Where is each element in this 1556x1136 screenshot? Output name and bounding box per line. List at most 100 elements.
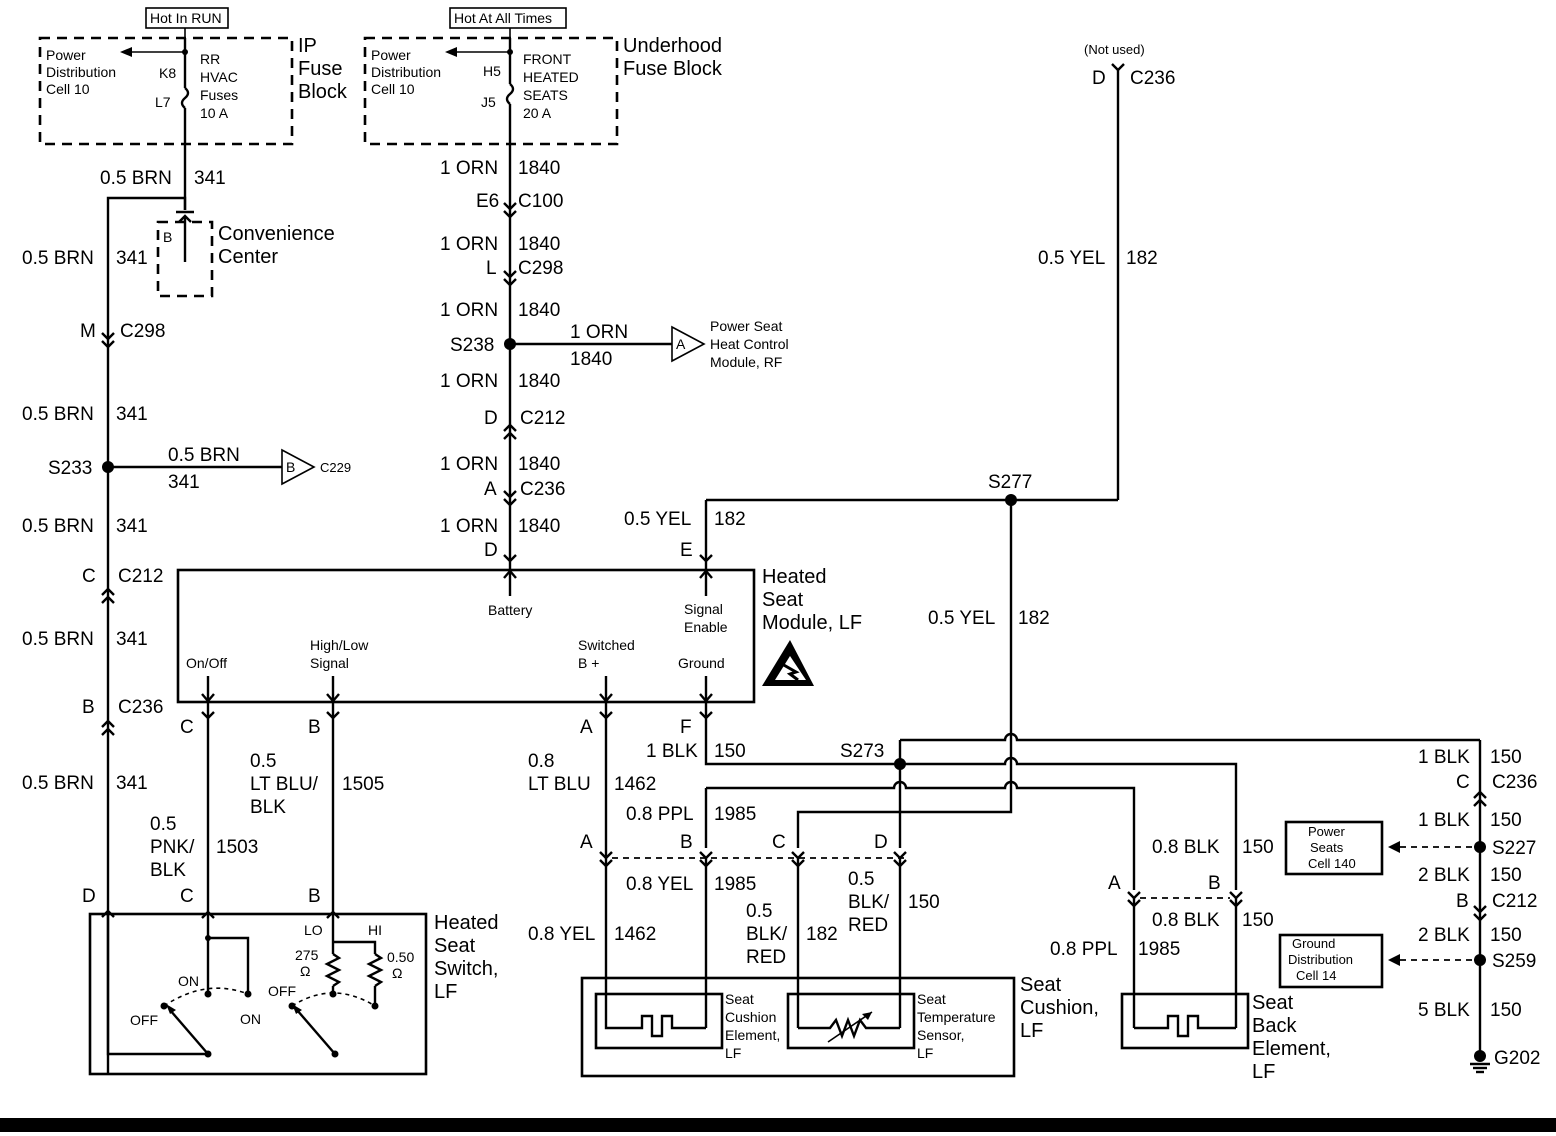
heated-seat-module: Battery Signal Enable On/Off High/Low Si… [176,566,862,704]
svg-text:341: 341 [116,404,148,425]
svg-text:C236: C236 [520,479,565,500]
svg-text:H5: H5 [483,63,501,79]
svg-text:C100: C100 [518,191,563,212]
svg-text:1503: 1503 [216,837,258,858]
svg-text:LF: LF [725,1045,741,1061]
svg-text:S259: S259 [1492,951,1536,972]
svg-text:0.5 YEL: 0.5 YEL [1038,248,1105,269]
svg-text:BLK: BLK [250,797,286,818]
svg-text:Module, LF: Module, LF [762,612,862,634]
svg-text:0.5 BRN: 0.5 BRN [100,168,172,189]
svg-text:HVAC: HVAC [200,69,238,85]
svg-text:1985: 1985 [1138,939,1180,960]
svg-text:Seat: Seat [1020,974,1062,996]
svg-text:D: D [484,540,498,561]
svg-text:G202: G202 [1494,1048,1540,1069]
svg-text:PNK/: PNK/ [150,837,195,858]
seat-cushion: Seat Cushion Element, LF Seat Temperatur… [580,974,1099,1078]
svg-text:Center: Center [218,246,278,268]
svg-text:150: 150 [1242,837,1274,858]
svg-text:20 A: 20 A [523,105,552,121]
svg-text:182: 182 [806,924,838,945]
svg-text:RR: RR [200,51,220,67]
esd-warning-icon [762,640,814,686]
svg-text:150: 150 [1490,747,1522,768]
svg-text:B: B [1456,891,1469,912]
svg-text:LO: LO [304,922,323,938]
svg-text:C212: C212 [1492,891,1537,912]
svg-text:Sensor,: Sensor, [917,1027,964,1043]
svg-text:1462: 1462 [614,924,656,945]
svg-text:1 BLK: 1 BLK [1418,810,1470,831]
heated-seat-switch: ON OFF ON LO HI 275 Ω 0.50 Ω OFF Heated … [88,912,499,1076]
svg-text:150: 150 [1490,1000,1522,1021]
svg-text:341: 341 [116,629,148,650]
module-switch-wires: C 0.5 PNK/ BLK 1503 C B 0.5 LT BLU/ BLK … [150,702,384,919]
module-right-wires: A 0.8 LT BLU 1462 A 0.8 YEL 1462 F 1 BLK… [528,702,1480,1028]
svg-text:M: M [80,321,96,342]
svg-text:1 ORN: 1 ORN [570,322,628,343]
svg-text:C298: C298 [518,258,563,279]
svg-text:A: A [1108,873,1121,894]
svg-text:A: A [676,336,686,352]
svg-text:2 BLK: 2 BLK [1418,925,1470,946]
svg-text:5 BLK: 5 BLK [1418,1000,1470,1021]
svg-text:FRONT: FRONT [523,51,572,67]
svg-text:D: D [484,408,498,429]
svg-text:B: B [308,886,321,907]
svg-text:Distribution: Distribution [371,64,441,80]
svg-text:Ω: Ω [392,965,402,981]
svg-text:B: B [308,717,321,738]
svg-text:IP: IP [298,35,317,57]
svg-text:Distribution: Distribution [46,64,116,80]
seat-back: A B 0.8 BLK 150 0.8 BLK 150 0.8 PPL 1985… [1050,837,1331,1083]
svg-text:C212: C212 [118,566,163,587]
svg-text:B: B [680,832,693,853]
svg-text:J5: J5 [481,94,496,110]
svg-text:0.5 BRN: 0.5 BRN [22,629,94,650]
svg-text:0.5 BRN: 0.5 BRN [22,516,94,537]
svg-text:0.5: 0.5 [250,751,276,772]
svg-text:150: 150 [714,741,746,762]
svg-text:Seat: Seat [1252,992,1294,1014]
svg-text:1840: 1840 [518,371,560,392]
svg-text:Enable: Enable [684,619,728,635]
svg-text:1840: 1840 [518,454,560,475]
svg-text:1 ORN: 1 ORN [440,371,498,392]
svg-text:Element,: Element, [1252,1038,1331,1060]
svg-text:S233: S233 [48,458,92,479]
svg-text:341: 341 [194,168,226,189]
svg-text:1 BLK: 1 BLK [1418,747,1470,768]
svg-text:L: L [486,258,497,279]
svg-text:High/Low: High/Low [310,637,369,653]
svg-text:C236: C236 [1130,68,1175,89]
ground-column: 1 BLK 150 C C236 1 BLK 150 S227 Power Se… [1278,740,1540,1074]
svg-text:BLK/: BLK/ [746,924,788,945]
svg-text:B +: B + [578,655,599,671]
svg-text:C: C [180,886,194,907]
svg-text:C236: C236 [1492,772,1537,793]
svg-text:Hot At All Times: Hot At All Times [454,10,552,26]
svg-text:Seat: Seat [917,991,946,1007]
svg-text:Power: Power [1308,824,1346,839]
svg-text:RED: RED [746,947,786,968]
uh-fuse-header: Hot At All Times [449,7,567,38]
svg-text:BLK: BLK [150,860,186,881]
svg-text:A: A [580,717,593,738]
svg-text:341: 341 [116,773,148,794]
svg-text:BLK/: BLK/ [848,892,890,913]
svg-text:150: 150 [1490,810,1522,831]
svg-text:150: 150 [1490,865,1522,886]
svg-text:ON: ON [178,973,199,989]
svg-text:E: E [680,540,693,561]
svg-text:S273: S273 [840,741,884,762]
svg-text:Cell 14: Cell 14 [1296,968,1336,983]
svg-text:Back: Back [1252,1015,1297,1037]
circuit-182: (Not used) D C236 0.5 YEL 182 S277 0.5 Y… [624,42,1175,734]
svg-text:1 ORN: 1 ORN [440,300,498,321]
svg-text:Signal: Signal [310,655,349,671]
bottom-rule [0,1118,1556,1132]
svg-text:D: D [874,832,888,853]
svg-text:F: F [680,717,692,738]
